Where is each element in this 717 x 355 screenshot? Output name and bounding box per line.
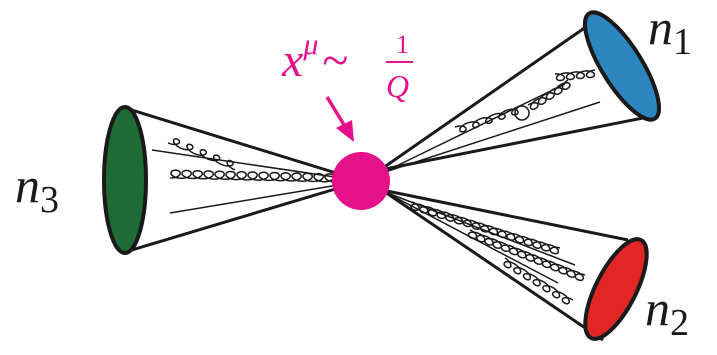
annotation-arrow-shaft xyxy=(327,97,346,128)
jet-n1-gluon xyxy=(528,80,570,109)
jet-n1-particle-line xyxy=(382,84,565,173)
jet-n3: n3 xyxy=(15,107,362,253)
jet-n2: n2 xyxy=(382,190,689,347)
jet-n3-cone-upper-edge xyxy=(125,108,362,181)
jet-n1-label: n1 xyxy=(648,0,692,63)
jet-n3-label: n3 xyxy=(15,157,59,221)
jet-n3-cone-lower-edge xyxy=(125,181,362,252)
fraction-denominator: Q xyxy=(386,68,409,104)
fraction-numerator: 1 xyxy=(396,30,409,59)
vertex-annotation: xμ~ 1 Q xyxy=(281,28,413,142)
jet-n1-particle-line xyxy=(382,102,600,173)
hard-vertex xyxy=(332,152,390,210)
jet-n1: n1 xyxy=(380,0,692,173)
jet-n1-gluon xyxy=(555,70,595,81)
jet-n3-gluon xyxy=(170,170,335,182)
jet-n2-label: n2 xyxy=(645,280,689,344)
position-symbol: xμ~ xyxy=(281,28,348,87)
jet-n3-cap xyxy=(104,107,146,253)
